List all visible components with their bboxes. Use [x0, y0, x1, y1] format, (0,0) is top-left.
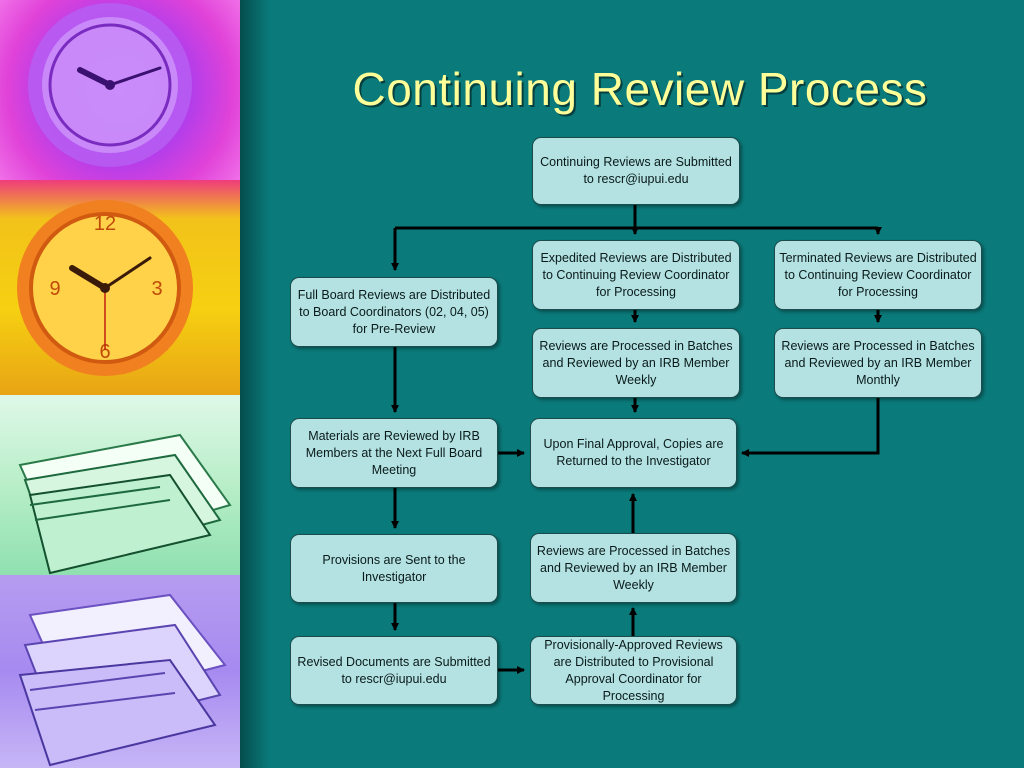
- decorative-photo-strip: 12 3 6 9: [0, 0, 240, 768]
- terminated-box: Terminated Reviews are Distributed to Co…: [774, 240, 982, 310]
- provisional-processed-box: Reviews are Processed in Batches and Rev…: [530, 533, 737, 603]
- full-board-box: Full Board Reviews are Distributed to Bo…: [290, 277, 498, 347]
- arrow-terminated-processed-to-final: [741, 398, 880, 457]
- svg-text:6: 6: [99, 341, 110, 363]
- purple-clock-image: [0, 0, 240, 180]
- submitted-box: Continuing Reviews are Submitted to resc…: [532, 137, 740, 205]
- provisionally-approved-box: Provisionally-Approved Reviews are Distr…: [530, 636, 737, 705]
- full-board-meeting-box: Materials are Reviewed by IRB Members at…: [290, 418, 498, 488]
- revised-documents-box: Revised Documents are Submitted to rescr…: [290, 636, 498, 705]
- final-approval-box: Upon Final Approval, Copies are Returned…: [530, 418, 737, 488]
- strip-shadow: [240, 0, 270, 768]
- terminated-processed-box: Reviews are Processed in Batches and Rev…: [774, 328, 982, 398]
- green-papers-image: [0, 395, 240, 575]
- expedited-processed-box: Reviews are Processed in Batches and Rev…: [532, 328, 740, 398]
- provisions-sent-box: Provisions are Sent to the Investigator: [290, 534, 498, 603]
- svg-text:9: 9: [49, 278, 60, 300]
- orange-clock-image: 12 3 6 9: [0, 180, 240, 395]
- svg-text:3: 3: [151, 278, 162, 300]
- expedited-box: Expedited Reviews are Distributed to Con…: [532, 240, 740, 310]
- purple-papers-image: [0, 575, 240, 768]
- svg-text:12: 12: [94, 213, 116, 235]
- slide-title: Continuing Review Process: [352, 63, 928, 115]
